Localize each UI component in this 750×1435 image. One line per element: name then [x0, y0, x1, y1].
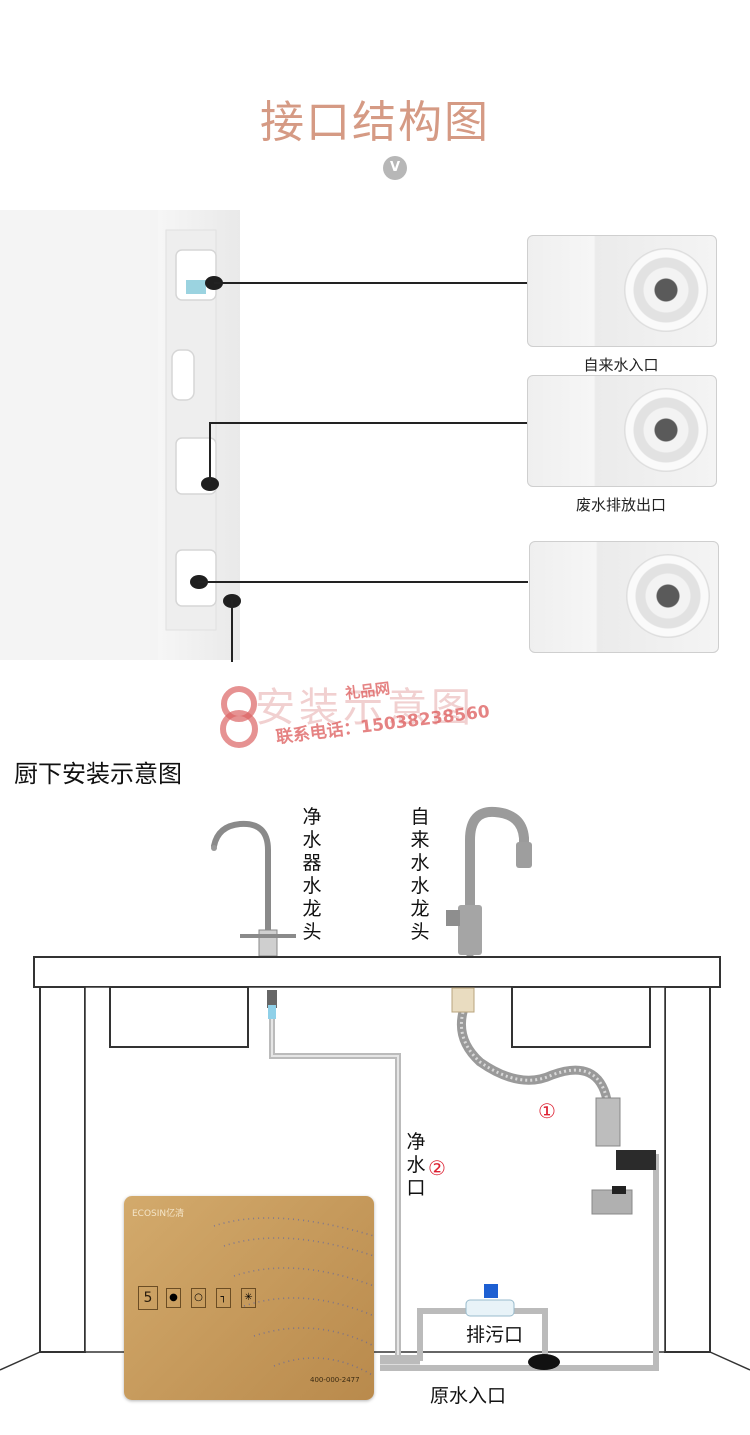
- device-brand: ECOSIN亿清: [132, 1209, 185, 1219]
- label-char: 龙: [410, 898, 430, 920]
- watermark-title: 安装示意图: [255, 685, 475, 731]
- drop-icon: ●: [166, 1288, 181, 1308]
- label-char: 头: [410, 921, 430, 943]
- drain-valve-icon: [465, 1284, 515, 1317]
- marker-1: ①: [538, 1099, 556, 1123]
- purifier-faucet-label: 净 水 器 水 龙 头: [300, 806, 324, 944]
- label-char: 水: [302, 829, 322, 851]
- leader-line-third: [198, 581, 528, 583]
- device-display: 5: [138, 1286, 158, 1310]
- port-caption-inlet: 自来水入口: [583, 356, 659, 374]
- port-dot-waste: [201, 477, 219, 491]
- install-section-title: 厨下安装示意图: [14, 760, 182, 788]
- port-photo-third: [529, 541, 719, 653]
- label-char: 净: [406, 1131, 426, 1153]
- installation-diagram: [0, 790, 750, 1431]
- port-photo-inlet: [527, 235, 717, 347]
- leader-line-fourth-v: [231, 600, 233, 662]
- leader-line-waste-h: [209, 422, 528, 424]
- clean-water-outlet-label: 净 水 口: [404, 1131, 428, 1200]
- drain-outlet-label: 排污口: [466, 1324, 524, 1346]
- label-char: 自: [410, 806, 430, 828]
- label-char: 水: [302, 875, 322, 897]
- label-char: 口: [406, 1177, 426, 1199]
- label-char: 净: [302, 806, 322, 828]
- label-char: 水: [410, 852, 430, 874]
- label-char: 器: [302, 852, 322, 874]
- label-char: 水: [410, 875, 430, 897]
- raw-water-inlet-label: 原水入口: [430, 1385, 507, 1407]
- tap-faucet-label: 自 来 水 水 龙 头: [408, 806, 432, 944]
- label-char: 头: [302, 921, 322, 943]
- device-side-photo: [0, 210, 271, 660]
- angle-valve-icon: [591, 1097, 656, 1215]
- bulb-icon: ○: [191, 1288, 206, 1308]
- leader-line-waste-v: [209, 422, 211, 482]
- chevron-down-icon: V: [383, 156, 407, 180]
- water-purifier-device: ECOSIN亿清 5 ● ○ ┐ ✳ 400-000-2477: [124, 1196, 374, 1400]
- port-photo-waste: [527, 375, 717, 487]
- purifier-faucet-icon: [211, 820, 296, 957]
- watermark-logo: [213, 684, 265, 748]
- faucet-small-icon: ┐: [216, 1288, 231, 1308]
- label-char: 龙: [302, 898, 322, 920]
- leader-line-inlet: [214, 282, 528, 284]
- tap-faucet-icon: [446, 806, 532, 957]
- label-char: 来: [410, 829, 430, 851]
- label-char: 水: [406, 1154, 426, 1176]
- section-title-interface: 接口结构图: [260, 97, 490, 148]
- device-panel-icons: ● ○ ┐ ✳: [166, 1288, 256, 1308]
- marker-2: ②: [428, 1156, 446, 1180]
- device-phone: 400-000-2477: [310, 1376, 360, 1384]
- snow-icon: ✳: [241, 1288, 256, 1308]
- port-caption-waste: 废水排放出口: [575, 496, 666, 514]
